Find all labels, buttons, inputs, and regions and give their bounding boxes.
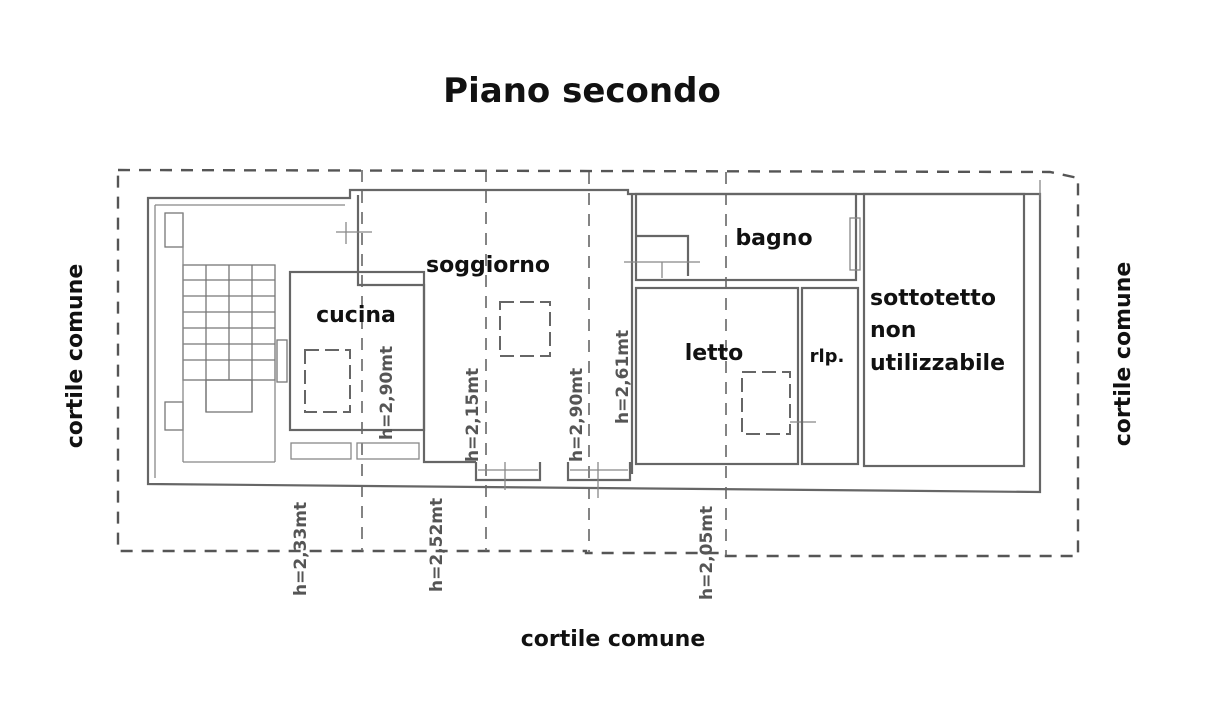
surrounding-left: cortile comune [63, 264, 88, 449]
room-label-letto: letto [685, 341, 744, 366]
bathroom-area [624, 192, 861, 282]
room-label-ripostiglio: rlp. [810, 346, 845, 367]
storage-area [800, 286, 860, 466]
room-label-bagno: bagno [735, 226, 812, 251]
surrounding-bottom: cortile comune [521, 627, 706, 652]
height-soggiorno-left: h=2,15mt [463, 368, 483, 462]
surrounding-right: cortile comune [1111, 262, 1136, 447]
height-divisions [361, 170, 727, 556]
room-label-cucina: cucina [316, 303, 396, 328]
height-soggiorno-right: h=2,90mt [567, 368, 587, 462]
height-below-2: h=2,52mt [427, 498, 447, 592]
building-walls [146, 188, 1042, 494]
room-label-sottotetto-3: utilizzabile [870, 351, 1005, 376]
outer-boundary [116, 168, 1080, 558]
bedroom-area [634, 286, 816, 466]
kitchen-area [288, 270, 426, 460]
attic-area [862, 180, 1041, 468]
room-label-sottotetto-1: sottotetto [870, 286, 996, 311]
height-cucina: h=2,90mt [377, 346, 397, 440]
plan-title: Piano secondo [443, 71, 721, 111]
room-label-soggiorno: soggiorno [426, 253, 550, 278]
height-below-1: h=2,33mt [291, 502, 311, 596]
living-area [336, 194, 634, 498]
height-below-3: h=2,05mt [697, 506, 717, 600]
room-label-sottotetto-2: non [870, 318, 916, 343]
height-letto: h=2,61mt [613, 330, 633, 424]
staircase [164, 212, 288, 463]
